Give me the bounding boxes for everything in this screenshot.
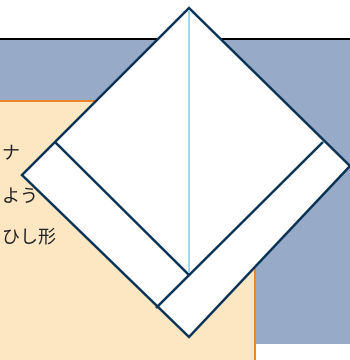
fold-line-right (155, 141, 324, 309)
origami-diagram (20, 6, 350, 339)
instruction-text-line-1: ナ (2, 143, 20, 164)
instruction-text-line-3: ひし形 (2, 227, 56, 248)
paper-diamond (20, 6, 350, 339)
instruction-text-line-2: よう (2, 186, 38, 207)
fold-line-left (54, 141, 190, 276)
